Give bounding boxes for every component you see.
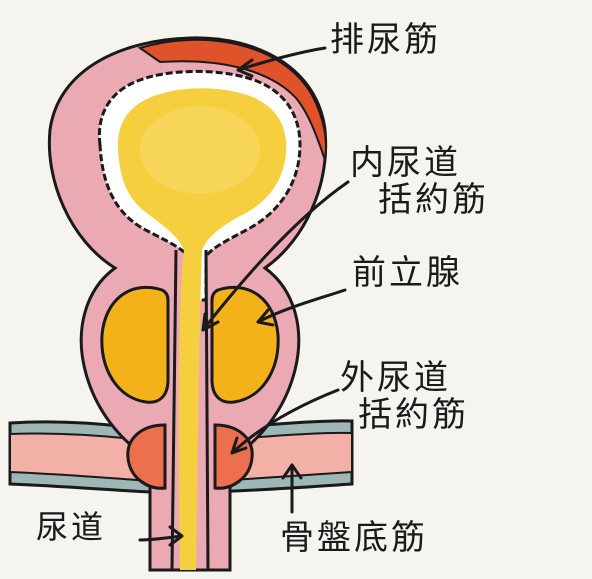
label-prostate: 前立腺	[352, 255, 463, 292]
urine-highlight	[140, 106, 260, 194]
label-internal-urethral-sphincter: 内尿道 括約筋	[350, 145, 489, 220]
label-external-urethral-sphincter: 外尿道 括約筋	[340, 360, 469, 435]
label-pelvic-floor-muscles: 骨盤底筋	[280, 520, 428, 557]
label-external-line2: 括約筋	[340, 397, 469, 434]
label-internal-line2: 括約筋	[350, 182, 489, 219]
urethra-wall-right	[206, 250, 208, 570]
label-urethra: 尿道	[36, 510, 106, 545]
label-external-line1: 外尿道	[340, 358, 451, 398]
label-internal-line1: 内尿道	[350, 143, 461, 183]
label-detrusor: 排尿筋	[330, 22, 441, 59]
